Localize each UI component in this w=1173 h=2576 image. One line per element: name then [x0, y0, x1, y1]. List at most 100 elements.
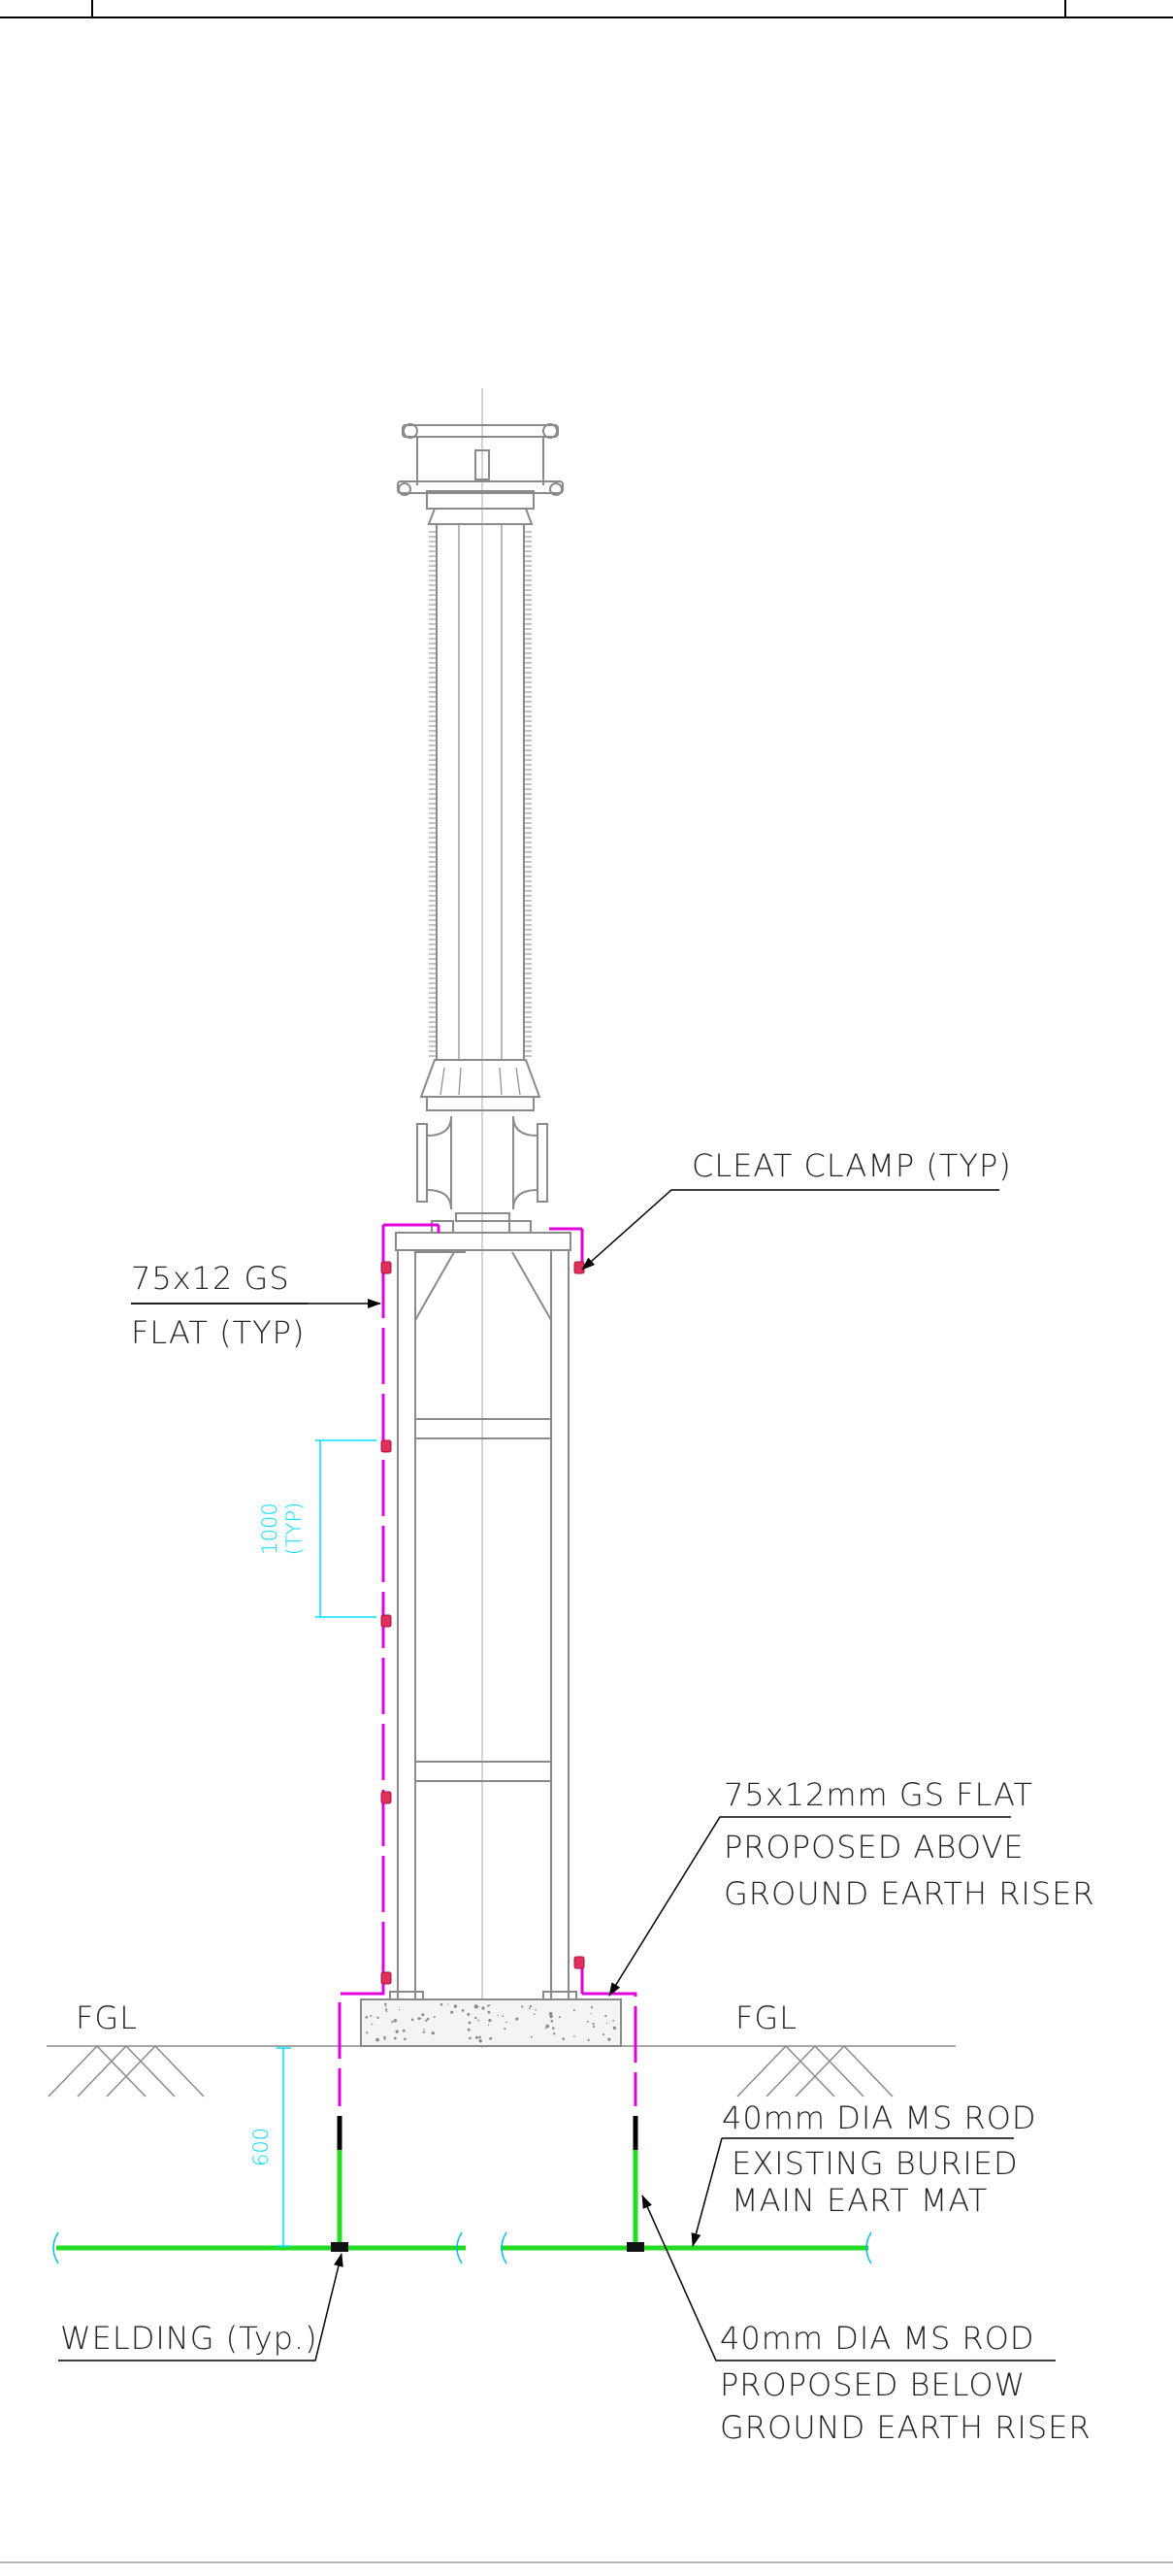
concrete-speckle [481, 2006, 485, 2010]
weld-points [331, 2242, 644, 2252]
concrete-speckle [607, 2037, 611, 2041]
concrete-speckle [375, 2037, 379, 2042]
concrete-speckle [370, 2014, 373, 2017]
cleat-clamp [380, 1439, 392, 1453]
concrete-speckle [505, 2021, 507, 2024]
concrete-speckle [417, 2017, 421, 2021]
existing-mat-label-line2: MAIN EART MAT [732, 2182, 988, 2219]
support-structure [389, 1232, 577, 2000]
concrete-speckle [433, 2016, 436, 2019]
concrete-speckle [402, 2029, 406, 2032]
concrete-speckle [384, 2004, 387, 2007]
cleat-clamp [573, 1956, 585, 1969]
concrete-speckle [515, 2017, 519, 2021]
flat-label-line1: 75x12 GS [131, 1260, 290, 1297]
concrete-speckle [550, 2019, 554, 2023]
concrete-speckle [604, 2014, 607, 2018]
concrete-speckle [489, 2036, 493, 2040]
clamp-spacing-note: (TYP) [282, 1503, 306, 1556]
cleat-clamp [380, 1261, 392, 1274]
concrete-speckle [393, 2036, 397, 2040]
concrete-speckle [592, 2023, 595, 2026]
concrete-speckle [450, 2010, 454, 2014]
drawing-labels: CLEAT CLAMP (TYP) 75x12 GS FLAT (TYP) 75… [60, 1147, 1095, 2446]
concrete-speckle [384, 2008, 388, 2011]
concrete-speckle [587, 2038, 590, 2041]
welding-label: WELDING (Typ.) [60, 2320, 318, 2357]
concrete-speckle [366, 2031, 369, 2034]
concrete-speckle [391, 2021, 394, 2024]
concrete-speckle [502, 2015, 504, 2017]
concrete-speckle [420, 2018, 422, 2020]
cleat-clamp [380, 1791, 392, 1804]
concrete-speckle [467, 2028, 471, 2031]
concrete-speckle [591, 2006, 594, 2009]
existing-mat-leader [691, 2137, 723, 2247]
burial-depth-value: 600 [249, 2128, 273, 2166]
concrete-speckle [383, 2035, 386, 2039]
concrete-speckle [545, 2024, 549, 2029]
concrete-speckle [393, 2019, 398, 2023]
cleat-clamp [380, 1971, 392, 1985]
leader-lines [58, 1189, 1056, 2361]
clamp-spacing-dimension [315, 1439, 376, 1618]
break-symbols [52, 2231, 872, 2264]
concrete-speckle [612, 2019, 615, 2022]
above-riser-leader [608, 1816, 1011, 1997]
concrete-speckle [474, 2035, 478, 2039]
rod-top-label: 40mm DIA MS ROD [722, 2099, 1037, 2136]
concrete-speckle [535, 2008, 537, 2011]
concrete-speckle [533, 2013, 536, 2015]
concrete-speckle [552, 2027, 555, 2030]
concrete-speckle [467, 2012, 471, 2016]
concrete-speckle [605, 2023, 608, 2025]
concrete-speckle [478, 2039, 482, 2043]
concrete-speckle [477, 2005, 479, 2008]
concrete-speckle [422, 2031, 425, 2033]
concrete-speckle [573, 2034, 575, 2037]
concrete-speckle [602, 2033, 605, 2036]
bushing-insulator [397, 423, 564, 1234]
fgl-right-label: FGL [735, 1999, 798, 2036]
concrete-speckle [425, 2019, 428, 2022]
concrete-speckle [410, 2018, 414, 2022]
concrete-speckle [447, 2003, 449, 2005]
concrete-speckle [385, 2010, 388, 2013]
concrete-speckle [590, 2013, 592, 2015]
concrete-speckle [461, 2009, 465, 2012]
cleat-clamp [380, 1614, 392, 1628]
burial-depth-dimension [277, 2047, 291, 2247]
earth-flat-right [549, 1227, 637, 2106]
above-riser-label-line3: GROUND EARTH RISER [724, 1875, 1095, 1912]
concrete-speckle [427, 2017, 430, 2021]
concrete-speckle [395, 2030, 399, 2033]
concrete-speckle [562, 2037, 565, 2040]
concrete-plinth [360, 1998, 622, 2047]
concrete-speckle [474, 2016, 477, 2020]
rod-ends [337, 2116, 638, 2150]
concrete-speckle [587, 2020, 589, 2023]
concrete-speckle [440, 2002, 443, 2006]
concrete-speckle [530, 2035, 533, 2038]
welding-leader [58, 2253, 343, 2361]
clamp-spacing-value: 1000 [258, 1503, 281, 1554]
concrete-speckle [497, 2015, 499, 2017]
concrete-speckle [488, 2019, 492, 2023]
concrete-speckle [371, 2023, 374, 2026]
concrete-speckle [613, 2028, 616, 2031]
concrete-speckle [421, 2013, 425, 2017]
concrete-speckle [453, 2004, 458, 2008]
concrete-speckle [365, 2016, 369, 2019]
concrete-speckle [528, 2007, 531, 2010]
concrete-speckle [404, 2037, 407, 2041]
above-riser-label-line2: PROPOSED ABOVE [724, 1829, 1025, 1866]
cleat-clamp [573, 1261, 585, 1274]
concrete-speckle [376, 2016, 379, 2019]
concrete-speckle [553, 2032, 556, 2035]
concrete-speckle [468, 2021, 472, 2025]
concrete-speckle [383, 2038, 386, 2040]
concrete-speckle [423, 2029, 425, 2031]
concrete-speckle [487, 2024, 490, 2027]
